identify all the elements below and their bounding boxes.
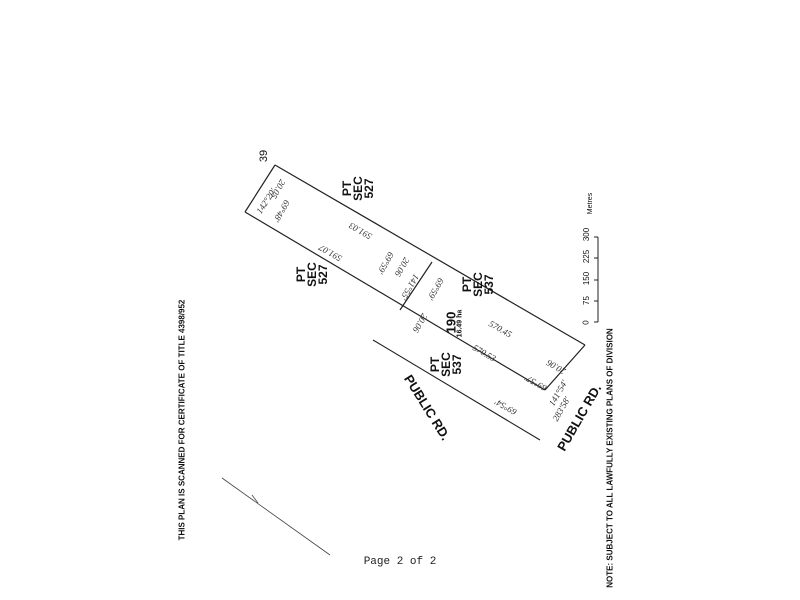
scan-note: THIS PLAN IS SCANNED FOR CERTIFICATE OF … xyxy=(177,299,187,541)
scale-unit-label: Metres xyxy=(587,192,595,215)
parcel-upper-boundary xyxy=(274,164,586,346)
scale-tick-225: 225 xyxy=(582,249,592,264)
page-indicator: Page 2 of 2 xyxy=(363,556,437,568)
scale-tick-300: 300 xyxy=(582,227,592,242)
lot-area: 16.49 ha xyxy=(456,309,464,338)
faint-reference-tick xyxy=(251,494,259,504)
parcel-lower-boundary xyxy=(244,211,546,391)
corner-number: 39 xyxy=(258,149,271,163)
scale-tick-75: 75 xyxy=(581,296,591,305)
section-divider-line xyxy=(399,261,433,311)
public-road-line xyxy=(372,339,541,441)
scale-bar xyxy=(594,236,599,323)
parcel-outline xyxy=(244,164,586,391)
division-note: NOTE: SUBJECT TO ALL LAWFULLY EXISTING P… xyxy=(605,328,615,588)
parcel-top-edge xyxy=(244,164,276,213)
scale-tick-150: 150 xyxy=(582,271,592,286)
faint-reference-line xyxy=(221,477,331,556)
scale-tick-0: 0 xyxy=(581,320,591,325)
parcel-bottom-edge xyxy=(544,344,586,391)
